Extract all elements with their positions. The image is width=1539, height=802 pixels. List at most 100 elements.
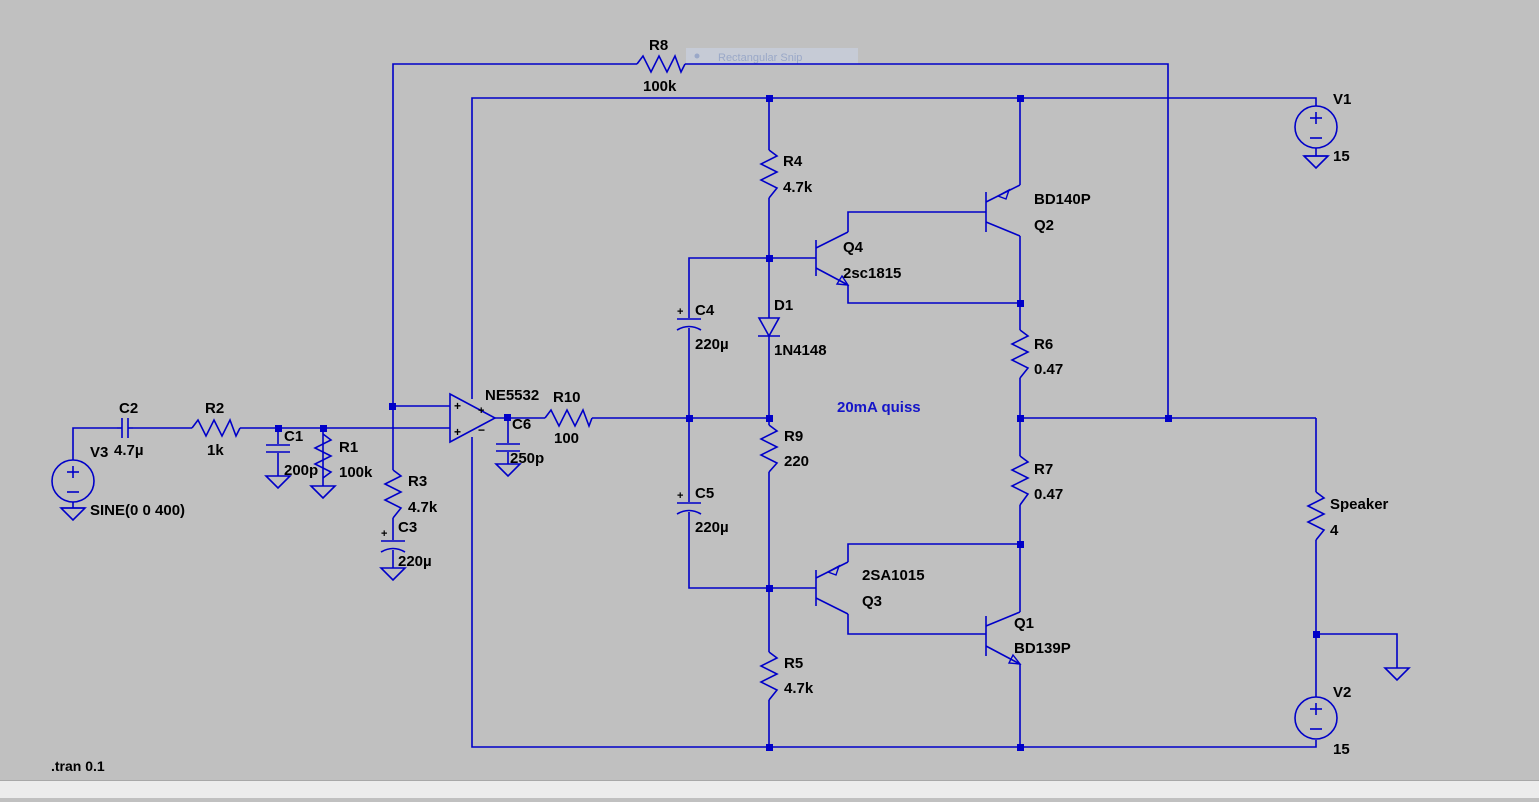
v1-ref: V1 (1333, 91, 1351, 108)
ground-icon (379, 567, 407, 582)
quiescent-note: 20mA quiss (837, 399, 921, 416)
r6-resistor-symbol[interactable] (1010, 329, 1030, 379)
r5-value: 4.7k (784, 680, 814, 697)
svg-text:+: + (454, 399, 461, 413)
svg-text:+: + (478, 405, 484, 417)
snip-ghost-text: Rectangular Snip (718, 52, 802, 64)
status-bar (0, 780, 1539, 798)
r1-resistor-symbol[interactable] (313, 433, 333, 479)
ground-icon (309, 485, 337, 500)
opamp-value: NE5532 (485, 387, 539, 404)
r10-value: 100 (554, 430, 579, 447)
c3-ref: C3 (398, 519, 417, 536)
r4-resistor-symbol[interactable] (759, 149, 779, 199)
v2-ref: V2 (1333, 684, 1351, 701)
d1-ref: D1 (774, 297, 793, 314)
r9-ref: R9 (784, 428, 803, 445)
q2-pnp-transistor-symbol[interactable] (985, 184, 1021, 237)
svg-text:+: + (677, 490, 683, 502)
wires (72, 63, 1398, 748)
component-labels: R8 100k R4 4.7k BD140P Q2 Q4 2sc1815 D1 … (90, 37, 1389, 758)
r5-resistor-symbol[interactable] (759, 651, 779, 701)
speaker-ref: Speaker (1330, 496, 1389, 513)
svg-text:+: + (454, 425, 461, 439)
c6-capacitor-symbol[interactable] (496, 443, 520, 452)
r2-resistor-symbol[interactable] (191, 418, 241, 438)
d1-value: 1N4148 (774, 342, 827, 359)
r9-resistor-symbol[interactable] (759, 424, 779, 473)
q1-value: BD139P (1014, 640, 1071, 657)
tran-directive[interactable]: .tran 0.1 (51, 758, 105, 774)
c2-capacitor-symbol[interactable] (117, 418, 133, 438)
c1-value: 200p (284, 462, 318, 479)
r8-resistor-symbol[interactable] (636, 54, 686, 74)
ground-icon (1383, 667, 1411, 682)
q1-npn-transistor-symbol[interactable] (985, 611, 1022, 665)
r6-ref: R6 (1034, 336, 1053, 353)
v1-voltage-source-symbol[interactable] (1294, 105, 1338, 156)
r1-value: 100k (339, 464, 373, 481)
v3-voltage-source-symbol[interactable] (51, 459, 95, 508)
snip-ghost-box (686, 48, 858, 64)
c4-ref: C4 (695, 302, 715, 319)
snip-ghost-icon (694, 53, 700, 59)
q4-npn-transistor-symbol[interactable] (815, 231, 850, 286)
junctions (275, 95, 1320, 751)
v3-value: SINE(0 0 400) (90, 502, 185, 519)
q2-ref: Q2 (1034, 217, 1054, 234)
c5-ref: C5 (695, 485, 714, 502)
d1-diode-symbol[interactable] (757, 317, 781, 338)
ne5532-opamp-symbol[interactable]: + + + − (449, 392, 497, 444)
ground-icon (264, 475, 292, 490)
c3-value: 220µ (398, 553, 432, 570)
r8-ref: R8 (649, 37, 668, 54)
q3-pnp-transistor-symbol[interactable] (815, 561, 849, 615)
r7-value: 0.47 (1034, 486, 1063, 503)
v3-ref: V3 (90, 444, 108, 461)
c5-capacitor-symbol[interactable]: + (676, 490, 702, 515)
r10-resistor-symbol[interactable] (544, 408, 593, 429)
r1-ref: R1 (339, 439, 358, 456)
speaker-value: 4 (1330, 522, 1339, 539)
r3-ref: R3 (408, 473, 427, 490)
svg-text:+: + (381, 528, 387, 540)
c4-capacitor-symbol[interactable]: + (676, 306, 702, 331)
r10-ref: R10 (553, 389, 581, 406)
ground-icons (59, 155, 1411, 682)
r3-value: 4.7k (408, 499, 438, 516)
r9-value: 220 (784, 453, 809, 470)
c3-capacitor-symbol[interactable]: + (380, 528, 406, 553)
v1-value: 15 (1333, 148, 1350, 165)
r6-value: 0.47 (1034, 361, 1063, 378)
r4-ref: R4 (783, 153, 803, 170)
svg-text:−: − (478, 423, 485, 437)
q4-value: 2sc1815 (843, 265, 901, 282)
q3-ref: Q3 (862, 593, 882, 610)
c2-ref: C2 (119, 400, 138, 417)
c4-value: 220µ (695, 336, 729, 353)
c1-capacitor-symbol[interactable] (266, 444, 290, 453)
r4-value: 4.7k (783, 179, 813, 196)
r2-value: 1k (207, 442, 224, 459)
speaker-resistor-symbol[interactable] (1306, 491, 1326, 541)
svg-text:+: + (677, 306, 683, 318)
c6-value: 250p (510, 450, 544, 467)
q3-value: 2SA1015 (862, 567, 925, 584)
r3-resistor-symbol[interactable] (383, 469, 403, 519)
r2-ref: R2 (205, 400, 224, 417)
c2-value: 4.7µ (114, 442, 144, 459)
v2-value: 15 (1333, 741, 1350, 758)
r5-ref: R5 (784, 655, 803, 672)
c5-value: 220µ (695, 519, 729, 536)
c1-ref: C1 (284, 428, 303, 445)
ground-icon (59, 507, 87, 522)
r7-ref: R7 (1034, 461, 1053, 478)
r7-resistor-symbol[interactable] (1010, 455, 1030, 506)
q1-ref: Q1 (1014, 615, 1034, 632)
r8-value: 100k (643, 78, 677, 95)
q2-value: BD140P (1034, 191, 1091, 208)
v2-voltage-source-symbol[interactable] (1294, 692, 1338, 740)
c6-ref: C6 (512, 416, 531, 433)
